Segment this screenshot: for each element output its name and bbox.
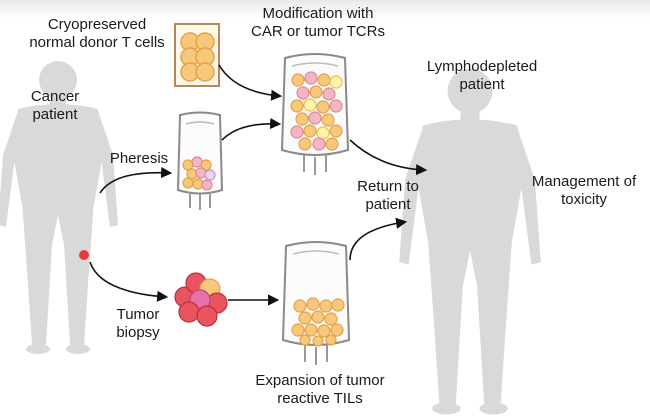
label-pheresis: Pheresis <box>109 150 169 167</box>
expansion-bag <box>281 241 351 365</box>
label-lymphodepleted-patient: Lymphodepleted patient <box>426 58 538 93</box>
label-management-of-toxicity: Management of toxicity <box>531 173 637 208</box>
label-tumor-biopsy: Tumor biopsy <box>116 306 160 341</box>
label-expansion: Expansion of tumor reactive TILs <box>255 372 385 407</box>
arrow-modification-to-patient <box>349 139 428 176</box>
label-return-to-patient: Return to patient <box>357 178 419 213</box>
label-cancer-patient: Cancer patient <box>30 88 80 123</box>
window-top-bar <box>0 0 650 18</box>
lymphodepleted-patient-figure <box>399 68 541 415</box>
label-cryopreserved: Cryopreserved normal donor T cells <box>29 16 165 51</box>
flow-arrows <box>89 64 428 306</box>
modification-bag <box>280 53 350 175</box>
arrow-expansion-to-patient <box>349 217 408 261</box>
cryopreserved-cells-box <box>174 23 220 87</box>
tumor-biopsy-cluster <box>174 272 228 327</box>
label-modification: Modification with CAR or tumor TCRs <box>251 5 385 40</box>
tumor-site-marker <box>79 250 89 260</box>
arrow-patient-to-pheresis <box>99 166 173 194</box>
arrow-patient-to-biopsy <box>89 261 169 302</box>
arrow-cryo-to-modification <box>218 64 283 101</box>
arrow-pheresis-to-modification <box>221 117 282 141</box>
pheresis-bag <box>176 111 224 210</box>
